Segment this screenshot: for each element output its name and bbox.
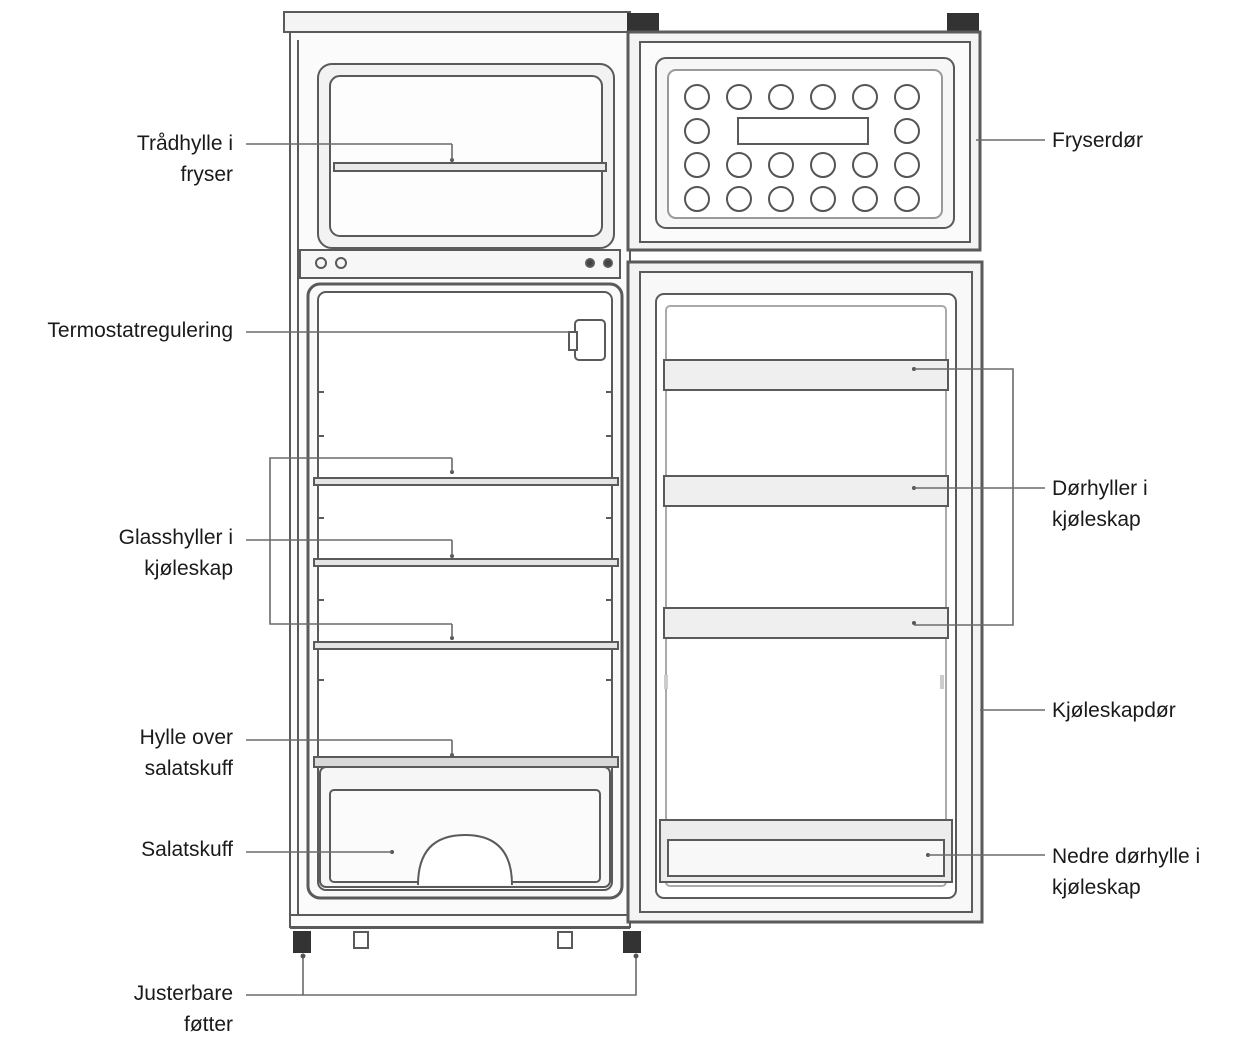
label-lower-door-shelf: Nedre dørhylle i kjøleskap xyxy=(1052,841,1200,903)
door-dimple xyxy=(894,152,920,178)
label-line: Fryserdør xyxy=(1052,129,1143,152)
knob-icon xyxy=(315,257,613,269)
fridge-compartment xyxy=(306,282,624,900)
door-dimple xyxy=(684,118,710,144)
label-line: Hylle over xyxy=(139,726,233,749)
door-dimple xyxy=(726,186,752,212)
door-dimple xyxy=(684,152,710,178)
label-glass-shelves: Glasshyller i kjøleskap xyxy=(119,522,233,584)
adjustable-feet-icon xyxy=(293,931,641,953)
label-freezer-door: Fryserdør xyxy=(1052,125,1143,156)
label-line: Dørhyller i xyxy=(1052,477,1148,500)
door-dimple xyxy=(726,152,752,178)
door-dimple xyxy=(852,186,878,212)
label-crisper: Salatskuff xyxy=(141,834,233,865)
door-dimple xyxy=(852,84,878,110)
door-dimple xyxy=(894,186,920,212)
label-crisper-shelf: Hylle over salatskuff xyxy=(140,722,233,784)
label-adjustable-feet: Justerbare føtter xyxy=(134,978,233,1040)
label-line: Termostatregulering xyxy=(47,319,233,342)
door-dimple xyxy=(852,152,878,178)
label-door-shelves: Dørhyller i kjøleskap xyxy=(1052,473,1148,535)
door-dimple xyxy=(768,84,794,110)
label-line: Justerbare xyxy=(133,982,233,1005)
label-line: Kjøleskapdør xyxy=(1052,699,1176,722)
door-shelf xyxy=(663,359,949,639)
label-line: Salatskuff xyxy=(141,838,233,861)
label-line: Glasshyller i xyxy=(118,526,233,549)
door-dimple xyxy=(684,84,710,110)
freezer-compartment xyxy=(317,63,615,249)
label-thermostat: Termostatregulering xyxy=(47,315,233,346)
label-fridge-door: Kjøleskapdør xyxy=(1052,695,1176,726)
fridge-door xyxy=(626,260,984,924)
door-dimple xyxy=(810,186,836,212)
label-wire-shelf-freezer: Trådhylle i fryser xyxy=(137,128,233,190)
label-line: Nedre dørhylle i xyxy=(1052,845,1201,868)
door-dimple xyxy=(684,186,710,212)
label-line: kjøleskap xyxy=(144,557,233,580)
door-dimple xyxy=(726,84,752,110)
label-line: kjøleskap xyxy=(1052,876,1141,899)
label-line: kjøleskap xyxy=(1052,508,1141,531)
door-dimple xyxy=(768,152,794,178)
label-line: salatskuff xyxy=(144,757,233,780)
door-dimple xyxy=(768,186,794,212)
label-line: fryser xyxy=(180,163,234,186)
leader-lines xyxy=(246,139,1045,996)
label-line: Trådhylle i xyxy=(136,132,233,155)
door-dimple xyxy=(810,84,836,110)
door-dimple xyxy=(894,84,920,110)
freezer-door xyxy=(626,13,982,252)
door-dimple xyxy=(894,118,920,144)
label-line: føtter xyxy=(183,1013,233,1036)
door-dimple xyxy=(810,152,836,178)
